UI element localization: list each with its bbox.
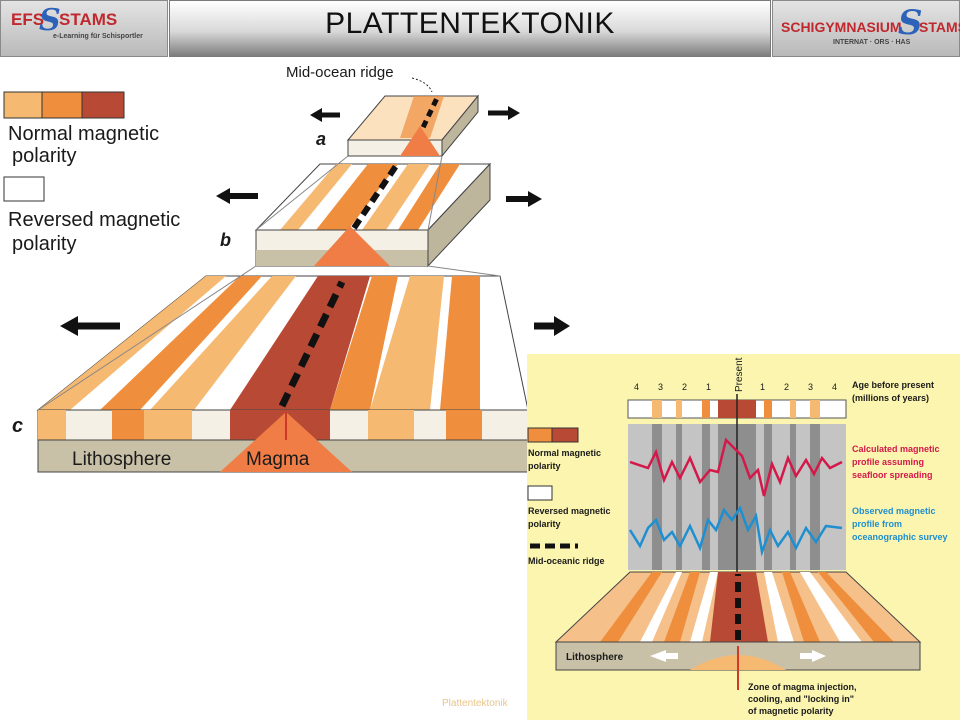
legend-normal-label-2: polarity [12,145,76,167]
observed-profile-label-3: oceanographic survey [852,532,948,542]
stage-a-label: a [316,129,326,149]
legend-reversed-label-2: polarity [12,233,76,255]
page-title: PLATTENTEKTONIK [325,7,615,40]
efs-stams-logo[interactable]: EFS S STAMS e-Learning für Schisportler [0,0,168,57]
logo-subtitle: e-Learning für Schisportler [53,33,143,40]
observed-profile-line [628,505,843,557]
right-seafloor-block [554,571,922,690]
stage-b-block [254,162,492,268]
profile-panel [628,394,846,600]
legend-normal-swatch [3,91,125,119]
stage-b-label: b [220,230,231,250]
lithosphere-label: Lithosphere [72,449,171,470]
svg-text:2: 2 [682,382,687,392]
legend-reversed-label-1: Reversed magnetic [8,209,180,231]
calculated-profile-label-1: Calculated magnetic [852,444,940,454]
right-legend-reversed-1: Reversed magnetic [528,506,611,516]
logo-right-subtitle: INTERNAT · ORS · HAS [833,39,911,46]
schigymnasium-logo[interactable]: SCHIGYMNASIUM S STAMS INTERNAT · ORS · H… [772,0,960,57]
legend-reversed-swatch [3,176,45,202]
svg-text:2: 2 [784,382,789,392]
present-label: Present [734,357,745,392]
legend-normal-label-1: Normal magnetic [8,123,159,145]
observed-profile-label-2: profile from [852,519,902,529]
right-lithosphere-label: Lithosphere [566,652,624,663]
stage-c-label: c [12,415,23,437]
stage-a-block [346,94,480,158]
svg-text:3: 3 [808,382,813,392]
header-bar: EFS S STAMS e-Learning für Schisportler … [0,0,960,57]
logo-s-icon: S [39,3,61,38]
svg-text:4: 4 [832,382,837,392]
mid-ocean-ridge-label: Mid-ocean ridge [286,64,394,81]
logo-right-stams: STAMS [919,19,960,35]
right-legend-reversed-swatch [527,485,553,501]
magma-label: Magma [246,449,310,470]
svg-text:1: 1 [760,382,765,392]
logo-efs-text: EFS [11,10,45,29]
svg-text:3: 3 [658,382,663,392]
right-legend-normal-swatch [527,427,579,443]
zone-label-2: cooling, and "locking in" [748,694,854,704]
right-legend-reversed-2: polarity [528,519,561,529]
observed-profile-label-1: Observed magnetic [852,506,936,516]
age-ticks: 4 3 2 1 1 2 3 4 [634,382,837,392]
calculated-profile-label-3: seafloor spreading [852,470,933,480]
right-legend-normal-1: Normal magnetic [528,448,601,458]
svg-text:4: 4 [634,382,639,392]
calculated-profile-label-2: profile assuming [852,457,924,467]
age-axis-label-2: (millions of years) [852,393,929,403]
footer-text: Plattentektonik [442,698,508,709]
logo-right-name: SCHIGYMNASIUM [781,19,902,35]
age-axis-label-1: Age before present [852,380,934,390]
seafloor-spreading-diagram: Normal magnetic polarity Reversed magnet… [3,64,570,473]
right-legend-normal-2: polarity [528,461,561,471]
title-bar: PLATTENTEKTONIK [169,0,771,57]
logo-right-s-icon: S [898,3,923,43]
zone-label-1: Zone of magma injection, [748,682,857,692]
stage-c-block [36,275,529,473]
right-legend-ridge-label: Mid-oceanic ridge [528,556,605,566]
magnetic-profile-diagram: Present 4 3 2 1 1 2 3 4 Age before prese… [527,354,960,720]
svg-text:1: 1 [706,382,711,392]
zone-label-3: of magnetic polarity [748,706,834,716]
logo-stams-text: STAMS [59,10,118,29]
calculated-profile-line [629,437,843,497]
